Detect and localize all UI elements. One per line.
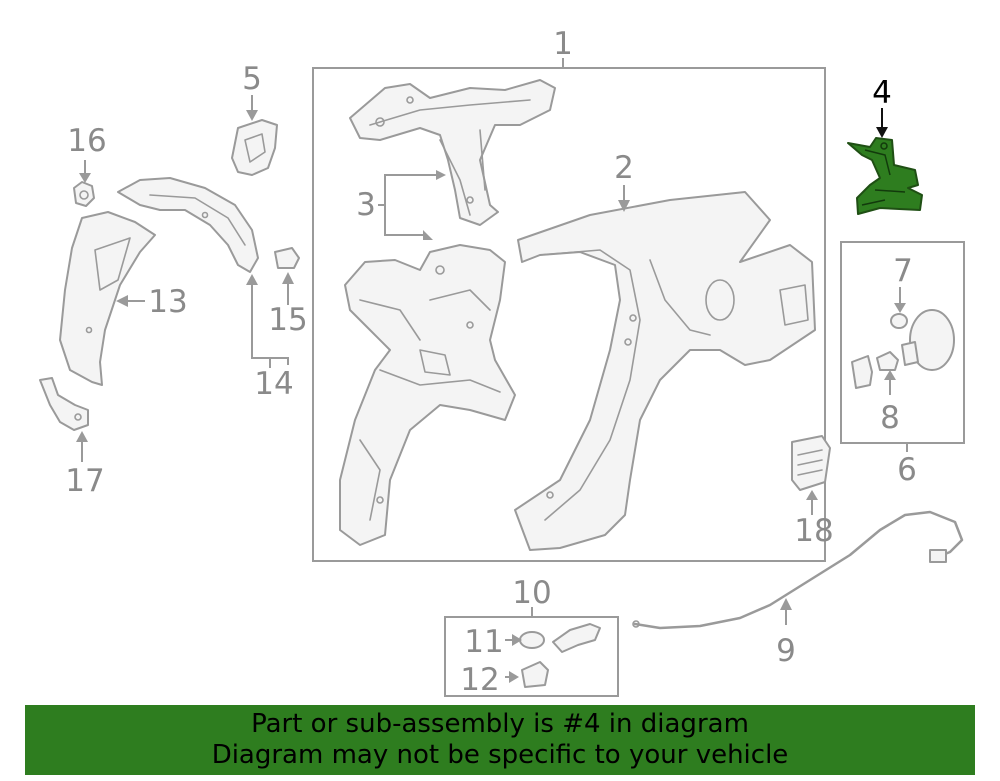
- group-box-6: [840, 241, 965, 444]
- banner-line-1: Part or sub-assembly is #4 in diagram: [251, 709, 749, 739]
- callout-11: 11: [464, 624, 503, 660]
- callout-14: 14: [254, 366, 293, 402]
- callout-labels: 1 2 3 4 5 6 7 8 9 10 11 12 13 14 15 16 1…: [65, 26, 917, 698]
- nut-16[interactable]: [73, 181, 95, 207]
- fuel-filler-housing[interactable]: [231, 119, 278, 176]
- fuel-door[interactable]: [851, 309, 955, 389]
- callout-3: 3: [356, 187, 376, 223]
- callout-1: 1: [553, 26, 573, 62]
- clip-15[interactable]: [274, 247, 300, 269]
- callout-2: 2: [614, 150, 634, 186]
- callout-9: 9: [776, 633, 796, 669]
- callout-17: 17: [65, 463, 104, 499]
- highlighted-part-4[interactable]: [847, 137, 923, 215]
- pillar-reinforcement-upper[interactable]: [349, 79, 556, 226]
- callout-15: 15: [268, 302, 307, 338]
- release-cable[interactable]: [632, 510, 964, 630]
- wheel-liner-upper[interactable]: [117, 177, 259, 273]
- callout-8: 8: [880, 400, 900, 436]
- callout-7: 7: [893, 253, 913, 289]
- callout-18: 18: [794, 513, 833, 549]
- vent-18[interactable]: [791, 435, 831, 491]
- banner-line-2: Diagram may not be specific to your vehi…: [211, 740, 789, 770]
- callout-10: 10: [512, 575, 551, 611]
- group-box-1: [312, 67, 826, 562]
- wheel-liner[interactable]: [59, 211, 156, 386]
- bracket-17[interactable]: [39, 377, 89, 431]
- quarter-panel[interactable]: [514, 191, 816, 551]
- leader-lines: [76, 95, 906, 683]
- callout-4: 4: [872, 75, 892, 111]
- callout-5: 5: [242, 61, 262, 97]
- callout-12: 12: [460, 662, 499, 698]
- callout-6: 6: [897, 452, 917, 488]
- inner-wheelhouse-panel[interactable]: [339, 244, 516, 546]
- latch-parts[interactable]: [519, 623, 601, 688]
- callout-16: 16: [67, 123, 106, 159]
- notice-banner: Part or sub-assembly is #4 in diagram Di…: [25, 705, 975, 775]
- callout-13: 13: [148, 284, 187, 320]
